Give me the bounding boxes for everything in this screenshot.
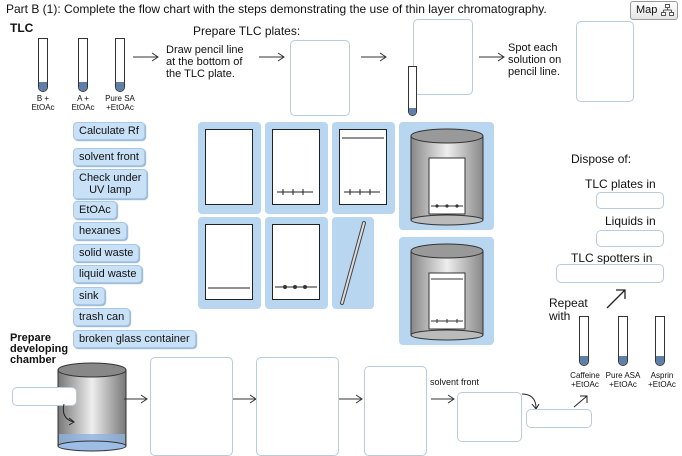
plate-tile-line[interactable] bbox=[198, 217, 261, 309]
drop-target[interactable] bbox=[556, 264, 664, 283]
arrow-icon bbox=[479, 52, 505, 62]
chamber-tile-start[interactable] bbox=[399, 122, 494, 230]
label-broken-glass[interactable]: broken glass container bbox=[73, 330, 196, 348]
tube-label: Pure SA +EtOAc bbox=[105, 94, 135, 112]
plate-tile-dots[interactable] bbox=[265, 217, 328, 309]
arrow-icon bbox=[124, 394, 148, 404]
chamber-tile-developed[interactable] bbox=[399, 237, 494, 345]
drop-target[interactable] bbox=[290, 40, 350, 116]
instruction: Part B (1): Complete the flow chart with… bbox=[6, 2, 547, 16]
test-tube bbox=[78, 38, 88, 92]
tube-label: Pure ASA +EtOAc bbox=[605, 371, 641, 389]
label-calculate-rf[interactable]: Calculate Rf bbox=[73, 122, 145, 140]
beaker-icon bbox=[57, 362, 127, 452]
arrow-icon bbox=[233, 394, 257, 404]
arrow-icon bbox=[339, 394, 363, 404]
curved-arrow-icon bbox=[62, 403, 75, 426]
sitemap-icon bbox=[661, 4, 674, 16]
drop-target[interactable] bbox=[596, 230, 664, 247]
test-tube bbox=[618, 316, 628, 366]
arrow-icon bbox=[259, 52, 285, 62]
plate-tile-spotted[interactable] bbox=[265, 122, 328, 214]
drop-target[interactable] bbox=[576, 21, 634, 102]
arrow-icon bbox=[606, 289, 626, 309]
dispose-label: TLC plates in bbox=[585, 177, 656, 191]
repeat-text: Repeat with bbox=[549, 296, 588, 323]
label-solid-waste[interactable]: solid waste bbox=[73, 244, 140, 262]
drop-target[interactable] bbox=[364, 366, 427, 456]
test-tube bbox=[579, 316, 589, 366]
drop-target[interactable] bbox=[526, 409, 592, 428]
label-etoac[interactable]: EtOAc bbox=[73, 201, 117, 219]
tube-label: Asprin +EtOAc bbox=[648, 371, 676, 389]
plate-tile-blank[interactable] bbox=[198, 122, 261, 214]
map-button[interactable]: Map bbox=[630, 1, 678, 20]
drop-target[interactable] bbox=[596, 192, 664, 209]
dispose-title: Dispose of: bbox=[571, 152, 632, 166]
label-solvent-front[interactable]: solvent front bbox=[73, 148, 145, 166]
spot-step-text: Spot each solution on pencil line. bbox=[508, 42, 562, 78]
arrow-icon bbox=[133, 52, 159, 62]
dispose-label: Liquids in bbox=[605, 214, 656, 228]
test-tube bbox=[38, 38, 48, 92]
label-trash-can[interactable]: trash can bbox=[73, 308, 131, 326]
instruction-text: : Complete the flow chart with the steps… bbox=[57, 2, 547, 16]
prepare-title: Prepare TLC plates: bbox=[193, 24, 301, 38]
chamber-title: Prepare developing chamber bbox=[10, 332, 69, 366]
arrow-icon bbox=[573, 395, 588, 408]
drop-target[interactable] bbox=[413, 19, 473, 95]
test-tube bbox=[655, 316, 665, 366]
part-label: Part B (1) bbox=[6, 2, 58, 16]
tube-label: Caffeine +EtOAc bbox=[570, 371, 600, 389]
label-liquid-waste[interactable]: liquid waste bbox=[73, 265, 143, 283]
solvent-front-text: solvent front bbox=[430, 377, 480, 387]
label-hexanes[interactable]: hexanes bbox=[73, 222, 127, 240]
plate-tile-developed[interactable] bbox=[332, 122, 395, 214]
drop-target[interactable] bbox=[457, 392, 522, 442]
drop-target[interactable] bbox=[256, 357, 339, 456]
tube-label: A + EtOAc bbox=[71, 94, 95, 112]
dispose-label: TLC spotters in bbox=[571, 251, 653, 265]
drop-target[interactable] bbox=[12, 387, 77, 406]
test-tube bbox=[115, 38, 125, 92]
label-check-uv[interactable]: Check under UV lamp bbox=[73, 169, 148, 199]
spotter-tube bbox=[408, 66, 417, 116]
arrow-icon bbox=[361, 52, 387, 62]
drop-target[interactable] bbox=[150, 357, 233, 456]
label-sink[interactable]: sink bbox=[73, 287, 105, 305]
arrow-icon bbox=[431, 394, 455, 404]
draw-step-text: Draw pencil line at the bottom of the TL… bbox=[166, 44, 244, 80]
spotter-tile[interactable] bbox=[332, 217, 374, 309]
tlc-title: TLC bbox=[10, 21, 34, 35]
map-label: Map bbox=[636, 4, 658, 16]
tube-label: B + EtOAc bbox=[31, 94, 55, 112]
